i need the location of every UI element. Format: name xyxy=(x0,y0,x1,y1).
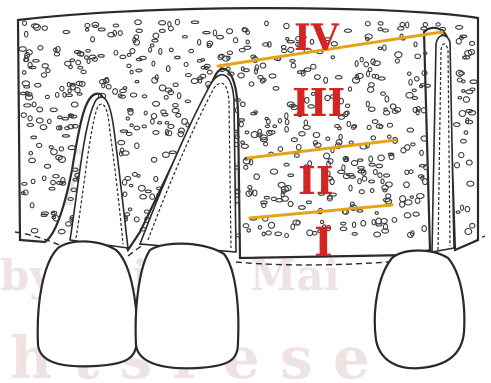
zone-label-ii: II xyxy=(298,158,334,203)
root-socket-right xyxy=(432,35,454,252)
crown-right-canine xyxy=(375,251,465,369)
zone-label-iii: III xyxy=(292,80,345,125)
crown-left-incisor xyxy=(38,241,137,366)
crown-center-incisor xyxy=(136,244,239,369)
bone-trabecula xyxy=(58,229,65,233)
zone-label-iv: IV xyxy=(294,17,340,59)
bone-trabecula xyxy=(66,222,71,226)
zone-label-i: I xyxy=(314,219,333,266)
